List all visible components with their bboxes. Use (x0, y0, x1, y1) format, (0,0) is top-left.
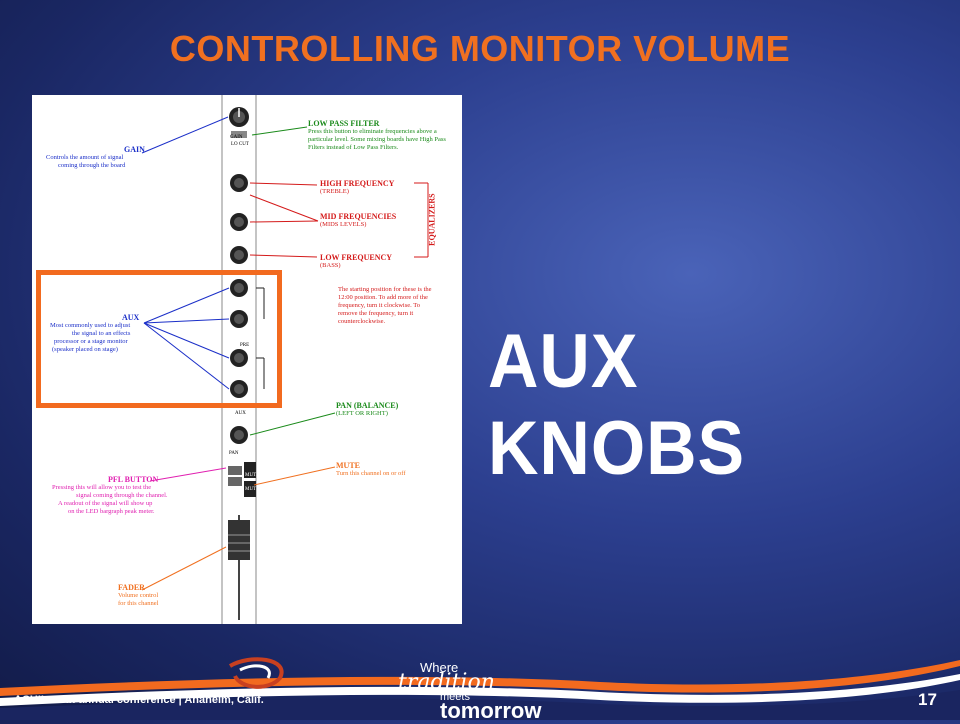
pfl-desc-2: signal coming through the channel. (76, 492, 168, 499)
eq-note-1: The starting position for these is the (338, 286, 432, 293)
gain-title: GAIN (124, 145, 145, 154)
aux-knobs-label: AUX KNOBS (488, 319, 746, 491)
logo-meets: meets (440, 691, 470, 703)
low-pass-title: LOW PASS FILTER (308, 119, 380, 128)
aux-highlight-box (36, 270, 282, 408)
low-pass-desc-1: Press this button to eliminate frequenci… (308, 128, 437, 135)
low-pass-desc-2: particular level. Some mixing boards hav… (308, 136, 446, 143)
eq-note-3: frequency, turn it clockwise. To (338, 302, 421, 309)
low-freq-knob-icon (230, 246, 248, 264)
mute-led-icon (244, 481, 256, 497)
aux-knob-1-icon (230, 279, 248, 297)
aux-desc-3: processor or a stage monitor (54, 338, 128, 345)
mute-button-icon (228, 477, 242, 486)
footer-conference-text: ACUI’s 89th annual conference | Anaheim,… (14, 694, 264, 706)
pan-sub: (LEFT OR RIGHT) (336, 410, 388, 417)
aux-desc-4: (speaker placed on stage) (52, 346, 118, 353)
aux-desc-2: the signal to an effects (72, 330, 131, 337)
strip-label-gain: GAIN (230, 135, 243, 140)
pfl-desc-3: A readout of the signal will show up (58, 500, 153, 507)
strip-label-mute-2: MUTE (245, 487, 260, 492)
high-freq-knob-icon (230, 174, 248, 192)
mute-sub: Turn this channel on or off (336, 470, 406, 477)
mid-freq-title: MID FREQUENCIES (320, 212, 397, 221)
fader-desc-2: for this channel (118, 600, 159, 607)
eq-note-4: remove the frequency, turn it (338, 310, 414, 317)
fader-title: FADER (118, 583, 145, 592)
logo-tradition: tradition (398, 670, 495, 695)
gain-desc-2: coming through the board (58, 162, 126, 169)
fader-desc-1: Volume control (118, 592, 159, 599)
slide-title: CONTROLLING MONITOR VOLUME (169, 28, 791, 69)
eq-note-5: counterclockwise. (338, 318, 386, 325)
tradition-logo: Where tradition meets tomorrow (398, 660, 568, 723)
gain-desc-1: Controls the amount of signal (46, 154, 124, 161)
aux-title: AUX (122, 313, 140, 322)
low-pass-desc-3: Filters instead of Low Pass Filters. (308, 144, 399, 151)
footer-swoosh (0, 657, 960, 720)
logo-tomorrow: tomorrow (440, 698, 542, 723)
mid-freq-knob-icon (230, 213, 248, 231)
strip-label-pre: PRE (240, 343, 250, 348)
mixer-channel-strip (141, 95, 429, 624)
pan-knob-icon (230, 426, 248, 444)
page-number: 17 (918, 690, 937, 709)
strip-label-lo-cut: LO CUT (231, 142, 249, 147)
logo-where: Where (420, 660, 459, 675)
low-freq-sub: (BASS) (320, 262, 341, 269)
aux-desc-1: Most commonly used to adjust (50, 322, 131, 329)
pfl-title: PFL BUTTON (108, 475, 159, 484)
aux-diagram: GAIN LO CUT PRE AUX PAN MUTE MUTE GAIN C… (32, 95, 462, 624)
mute-title: MUTE (336, 461, 360, 470)
aux-knob-4-icon (230, 380, 248, 398)
strip-label-pan: PAN (229, 451, 239, 456)
pfl-desc-4: on the LED bargraph peak meter. (68, 508, 155, 515)
aux-knob-3-icon (230, 349, 248, 367)
low-pass-button-icon (231, 131, 247, 138)
pfl-button-icon (228, 466, 242, 475)
strip-label-aux: AUX (235, 411, 246, 416)
high-freq-sub: (TREBLE) (320, 188, 349, 195)
high-freq-title: HIGH FREQUENCY (320, 179, 395, 188)
fader-cap-icon (228, 520, 250, 560)
aux-knob-2-icon (230, 310, 248, 328)
strip-label-mute-1: MUTE (245, 473, 260, 478)
pfl-desc-1: Pressing this will allow you to test the (52, 484, 152, 491)
pan-title: PAN (BALANCE) (336, 401, 399, 410)
equalizers-label: EQUALIZERS (427, 193, 437, 246)
eq-note-2: 12:00 position. To add more of the (338, 294, 428, 301)
pfl-led-icon (244, 462, 256, 478)
gain-knob-icon (229, 107, 249, 127)
low-freq-title: LOW FREQUENCY (320, 253, 393, 262)
mid-freq-sub: (MIDS LEVELS) (320, 221, 367, 228)
